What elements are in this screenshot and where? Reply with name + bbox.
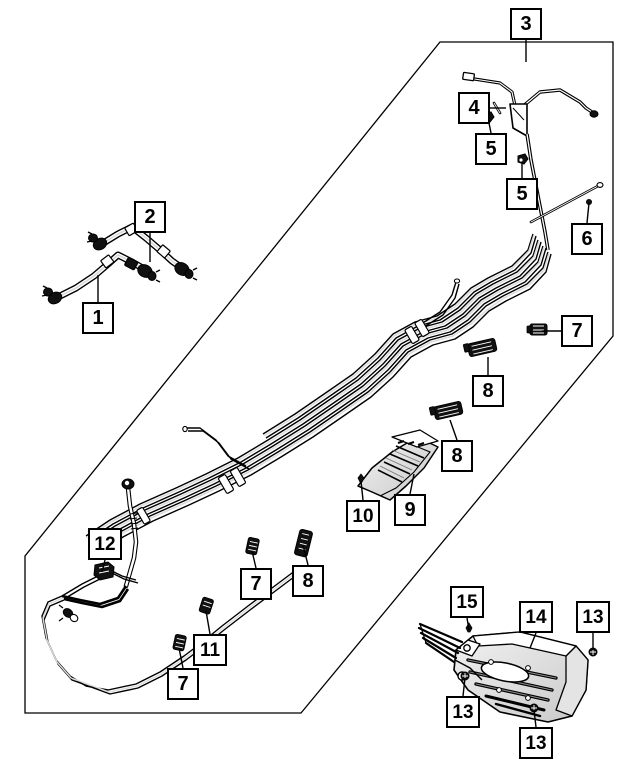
callout-number-label: 5 (485, 138, 497, 160)
callout-leader-10 (360, 480, 364, 501)
callout-number-label: 13 (525, 732, 547, 754)
callout-number-label: 13 (452, 701, 474, 723)
callout-13-box[interactable]: 13 (446, 696, 480, 728)
part-11-clip (198, 596, 214, 615)
bundle-clamp-upper (404, 319, 430, 344)
callout-leader-14 (529, 632, 537, 649)
callout-7-box[interactable]: 7 (167, 668, 199, 700)
part-5-clip-lower (517, 153, 529, 165)
part-12-hose-top-fitting (121, 478, 135, 490)
part-7-clip-a (526, 323, 548, 336)
callout-8-box[interactable]: 8 (292, 565, 324, 597)
callout-12-box[interactable]: 12 (88, 528, 122, 560)
fuel-line-bracket (509, 103, 528, 137)
callout-leader-8 (302, 544, 309, 566)
callout-8-box[interactable]: 8 (441, 440, 473, 472)
callout-10-box[interactable]: 10 (346, 500, 380, 532)
callout-number-label: 13 (582, 606, 604, 628)
hose-2-left-fitting (86, 231, 108, 251)
callout-7-box[interactable]: 7 (240, 568, 272, 600)
callout-5-box[interactable]: 5 (506, 178, 538, 210)
callout-number-label: 3 (520, 13, 532, 35)
callout-number-label: 8 (482, 380, 494, 402)
callout-leader-13 (462, 677, 466, 697)
callout-number-label: 14 (525, 606, 547, 628)
callout-number-label: 6 (581, 228, 593, 250)
callout-13-box[interactable]: 13 (576, 601, 610, 633)
callout-leader-6 (586, 202, 590, 224)
part-12-clip (93, 561, 115, 581)
part-10-fastener (357, 473, 365, 483)
callout-number-label: 1 (92, 307, 104, 329)
callout-5-box[interactable]: 5 (475, 133, 507, 165)
part-8-clip-c (294, 528, 313, 558)
part-7-clip-c (172, 634, 187, 652)
callout-9-box[interactable]: 9 (394, 494, 426, 526)
callout-number-label: 5 (516, 183, 528, 205)
callout-leader-15 (466, 617, 470, 631)
callout-4-box[interactable]: 4 (458, 92, 490, 124)
part-7-clip-b (245, 537, 260, 556)
callout-number-label: 11 (199, 639, 221, 661)
callout-15-box[interactable]: 15 (450, 586, 484, 618)
bundle-clamp-lower (217, 467, 247, 494)
assembly-boundary-group (24, 41, 614, 714)
callout-1-box[interactable]: 1 (82, 302, 114, 334)
callout-number-label: 7 (571, 320, 583, 342)
part-8-clip-b (428, 401, 464, 420)
callout-number-label: 4 (468, 97, 480, 119)
callout-number-label: 8 (302, 570, 314, 592)
callout-leader-11 (205, 610, 211, 635)
hose-1-left-fitting (41, 285, 63, 305)
return-line-connector (58, 604, 79, 623)
callout-leader-12 (101, 559, 106, 573)
hose-1-right-fitting (124, 257, 161, 283)
part-12-hose (61, 478, 139, 609)
callout-14-box[interactable]: 14 (519, 601, 553, 633)
callout-number-label: 10 (352, 505, 374, 527)
callout-13-box[interactable]: 13 (519, 727, 553, 759)
fuel-line-assembly-boundary (24, 41, 614, 714)
callout-2-box[interactable]: 2 (134, 201, 166, 233)
callout-number-label: 7 (250, 573, 262, 595)
part-14-fuel-tank-shield (453, 631, 589, 723)
part-8-clip-a (462, 338, 498, 357)
part-9-heat-shield (357, 429, 439, 501)
callout-number-label: 9 (404, 499, 416, 521)
callout-8-box[interactable]: 8 (472, 375, 504, 407)
callout-leader-7 (251, 550, 257, 569)
callout-number-label: 12 (94, 533, 116, 555)
forward-fuel-tube-set (462, 71, 604, 251)
part-1-fuel-hose-lower (41, 251, 161, 305)
main-fuel-line-bundle (85, 233, 552, 554)
hose-2-right-fitting (174, 262, 198, 281)
part-6-vent-rod (529, 182, 604, 224)
callout-leader-9 (409, 473, 415, 495)
callout-leader-lines (97, 40, 594, 728)
callout-number-label: 15 (456, 591, 478, 613)
callout-6-box[interactable]: 6 (571, 223, 603, 255)
callout-number-label: 7 (177, 673, 189, 695)
callout-leader-7 (178, 647, 184, 669)
bundle-clamp-mid (136, 507, 151, 525)
callout-number-label: 2 (144, 206, 156, 228)
callout-11-box[interactable]: 11 (193, 634, 227, 666)
callout-7-box[interactable]: 7 (561, 315, 593, 347)
callout-3-box[interactable]: 3 (510, 8, 542, 40)
callout-leader-8 (449, 419, 458, 441)
part-2-fuel-hose-upper (86, 222, 198, 281)
callout-leader-13 (533, 709, 537, 728)
callout-number-label: 8 (451, 445, 463, 467)
